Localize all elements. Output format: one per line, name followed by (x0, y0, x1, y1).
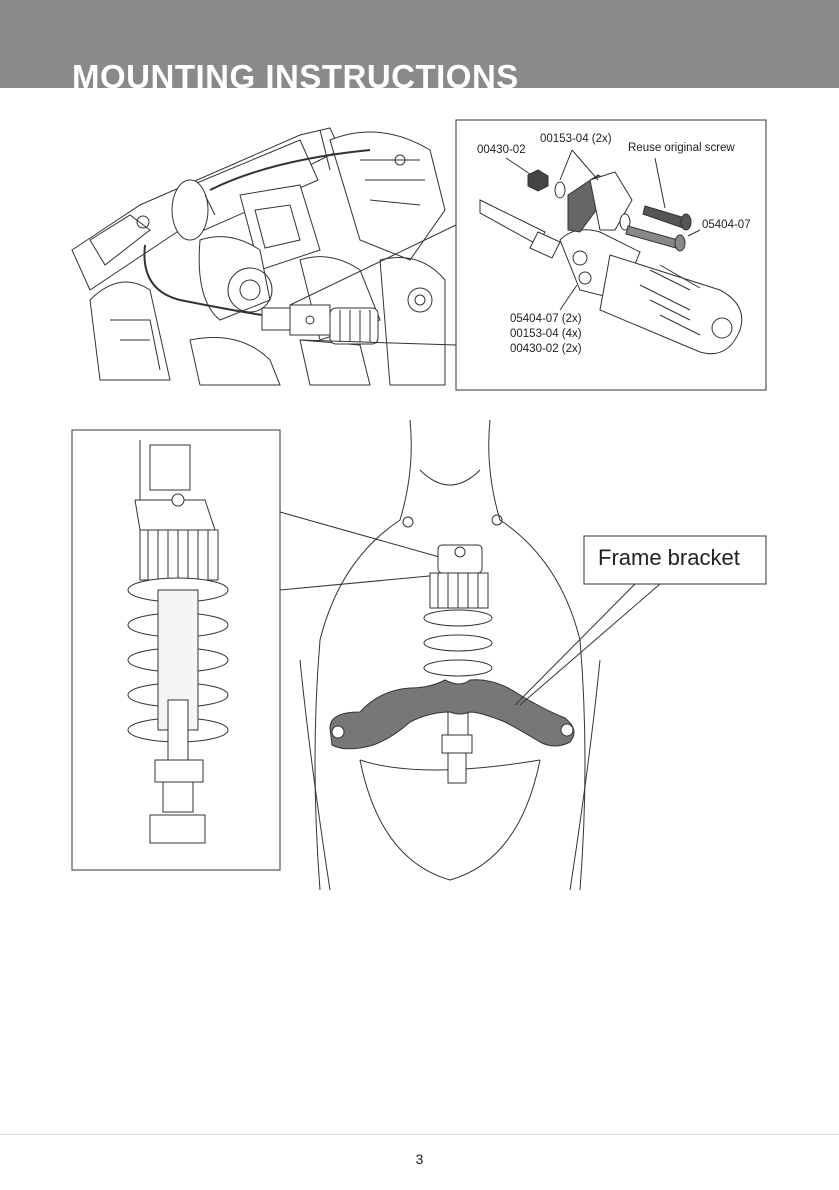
kit-list-item: 00153-04 (4x) (510, 328, 582, 340)
motorcycle-engine-drawing (71, 127, 446, 386)
kit-list-item: 05404-07 (2x) (510, 313, 582, 325)
callout-spacer-part: 00153-04 (2x) (540, 133, 612, 145)
frame-shock (423, 544, 493, 784)
frame-drawing (299, 419, 601, 891)
frame-bracket-label: Frame bracket (598, 545, 740, 570)
frame-bracket-label-box (583, 535, 767, 585)
footer-divider (0, 1134, 839, 1135)
shock-absorber-drawing (127, 440, 229, 844)
callout-reuse-screw: Reuse original screw (628, 142, 735, 154)
page-title: MOUNTING INSTRUCTIONS (72, 58, 519, 88)
page-number: 3 (415, 1151, 424, 1167)
callout-washer-part: 00430-02 (477, 144, 526, 156)
frame-bracket-shape (329, 679, 575, 750)
callout-bolt-part: 05404-07 (702, 219, 751, 231)
header-bar: MOUNTING INSTRUCTIONS (0, 0, 839, 88)
shock-mount-detail (479, 149, 743, 355)
kit-list-item: 00430-02 (2x) (510, 343, 582, 355)
callout-kit-list: 05404-07 (2x) 00153-04 (4x) 00430-02 (2x… (510, 312, 582, 357)
